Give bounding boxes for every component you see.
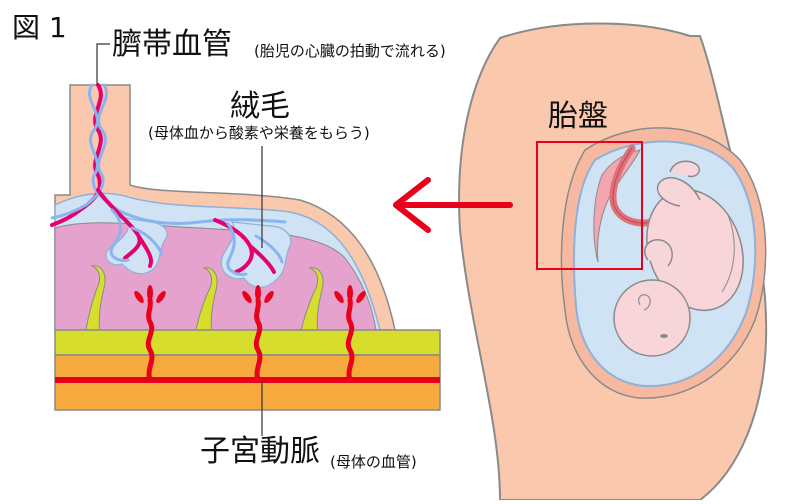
fetus-eye [660, 334, 668, 338]
villi-label: 絨毛 [230, 89, 290, 124]
umbilical-cord-note: (胎児の心臓の拍動で流れる) [254, 42, 446, 60]
blood-spurt-3 [334, 285, 366, 303]
villi-note: (母体血から酸素や栄養をもらう) [148, 124, 370, 142]
umbilical-cord-label: 臍帯血管 [112, 27, 232, 62]
zoom-arrow [393, 177, 513, 233]
cord-vessel-blue-2 [50, 83, 108, 220]
fetus-arm [644, 239, 673, 267]
uterine-artery-label: 子宮動脈 [200, 434, 320, 469]
fetus-back-line [721, 214, 735, 293]
blood-spurt-1 [134, 285, 166, 303]
villus-vessel-blue-2 [226, 222, 284, 276]
figure-label: 図 1 [12, 11, 67, 44]
decidua-septum-2 [194, 267, 218, 336]
fetus-ear [638, 294, 651, 311]
decidua-septum-1 [84, 265, 106, 336]
leader-lines [96, 43, 263, 436]
decidua-septum-3 [299, 267, 324, 336]
fetus-leg [656, 177, 701, 207]
decidua-layer [54, 329, 441, 356]
spiral-artery-3 [345, 297, 355, 383]
spiral-artery-1 [145, 297, 155, 383]
blood-spurt-2 [242, 285, 274, 303]
spiral-artery-2 [253, 297, 263, 383]
fetus [613, 160, 744, 357]
abdomen-cross-section [458, 22, 768, 501]
uterine-artery-note: (母体の血管) [330, 453, 417, 471]
fetus-head [613, 279, 691, 357]
villus-vessel-red-1 [96, 188, 153, 268]
placenta-highlight-box [536, 141, 643, 270]
villus-vessel-blue-1 [109, 208, 164, 262]
placenta-enlarged [50, 83, 441, 411]
fetus-foot [669, 160, 700, 178]
placenta-label: 胎盤 [548, 99, 608, 134]
cord-leader-line [96, 43, 110, 84]
